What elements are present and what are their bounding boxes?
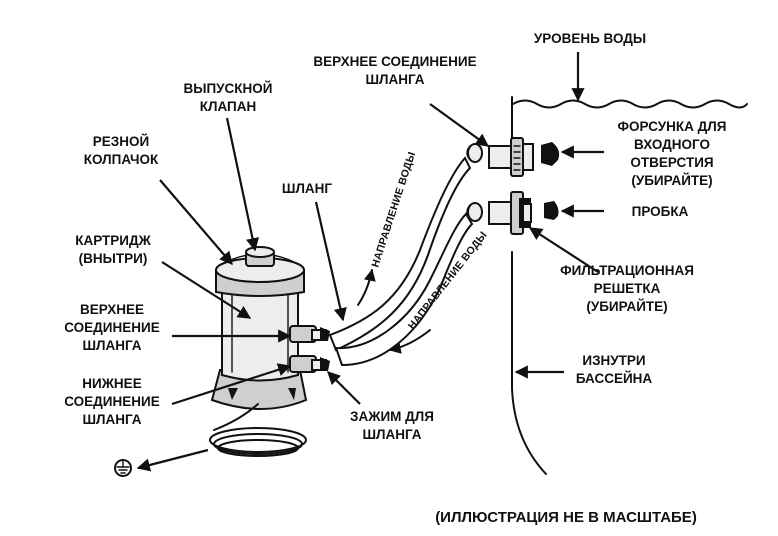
label-hose-clamp: ЗАЖИМ ДЛЯ ШЛАНГА: [350, 409, 434, 442]
svg-text:СОЕДИНЕНИЕ: СОЕДИНЕНИЕ: [64, 320, 159, 335]
svg-text:БАССЕЙНА: БАССЕЙНА: [576, 371, 653, 386]
pointer-lines: [136, 52, 604, 472]
label-upper-hose-conn-top: ВЕРХНЕЕ СОЕДИНЕНИЕ ШЛАНГА: [313, 54, 476, 87]
svg-text:(ВНЫТРИ): (ВНЫТРИ): [79, 251, 148, 266]
svg-text:НИЖНЕЕ: НИЖНЕЕ: [82, 376, 141, 391]
label-water-level: УРОВЕНЬ ВОДЫ: [534, 31, 646, 46]
hoses: [328, 156, 474, 367]
svg-text:(УБИРАЙТЕ): (УБИРАЙТЕ): [631, 173, 712, 188]
svg-text:ВЕРХНЕЕ: ВЕРХНЕЕ: [80, 302, 144, 317]
label-threaded-cap: РЕЗНОЙ КОЛПАЧОК: [84, 134, 159, 167]
flow-arrows: [357, 268, 431, 354]
svg-text:ШЛАНГА: ШЛАНГА: [362, 427, 421, 442]
wall-hose-clamps: [466, 143, 483, 222]
svg-text:ФОРСУНКА ДЛЯ: ФОРСУНКА ДЛЯ: [618, 119, 727, 134]
plug: [544, 201, 559, 220]
label-plug: ПРОБКА: [632, 204, 689, 219]
power-cord: [209, 403, 307, 457]
label-inlet-nozzle: ФОРСУНКА ДЛЯ ВХОДНОГО ОТВЕРСТИЯ (УБИРАЙТ…: [618, 119, 727, 188]
svg-text:КЛАПАН: КЛАПАН: [200, 99, 257, 114]
svg-text:ФИЛЬТРАЦИОННАЯ: ФИЛЬТРАЦИОННАЯ: [560, 263, 694, 278]
ground-symbol-icon: [114, 459, 132, 477]
svg-text:РЕЗНОЙ: РЕЗНОЙ: [93, 134, 149, 149]
label-hose: ШЛАНГ: [282, 181, 333, 196]
label-strainer-grid: ФИЛЬТРАЦИОННАЯ РЕШЕТКА (УБИРАЙТЕ): [560, 263, 694, 314]
svg-text:ОТВЕРСТИЯ: ОТВЕРСТИЯ: [630, 155, 713, 170]
strainer-fitting: [488, 191, 532, 235]
label-upper-hose-conn-left: ВЕРХНЕЕ СОЕДИНЕНИЕ ШЛАНГА: [64, 302, 159, 353]
svg-text:КАРТРИДЖ: КАРТРИДЖ: [75, 233, 151, 248]
svg-text:ШЛАНГА: ШЛАНГА: [365, 72, 424, 87]
label-flow-direction-1: НАПРАВЛЕНИЕ ВОДЫ: [369, 150, 418, 269]
label-cartridge: КАРТРИДЖ (ВНЫТРИ): [75, 233, 151, 266]
svg-text:СОЕДИНЕНИЕ: СОЕДИНЕНИЕ: [64, 394, 159, 409]
label-not-to-scale: (ИЛЛЮСТРАЦИЯ НЕ В МАСШТАБЕ): [435, 509, 697, 526]
svg-text:ШЛАНГА: ШЛАНГА: [82, 338, 141, 353]
svg-text:ВХОДНОГО: ВХОДНОГО: [634, 137, 710, 152]
svg-text:ВЫПУСКНОЙ: ВЫПУСКНОЙ: [183, 81, 272, 96]
label-lower-hose-conn: НИЖНЕЕ СОЕДИНЕНИЕ ШЛАНГА: [64, 376, 159, 427]
svg-text:КОЛПАЧОК: КОЛПАЧОК: [84, 152, 159, 167]
inlet-nozzle: [541, 142, 560, 166]
svg-text:ИЗНУТРИ: ИЗНУТРИ: [582, 353, 645, 368]
label-inside-pool: ИЗНУТРИ БАССЕЙНА: [576, 353, 653, 386]
svg-text:ВЕРХНЕЕ СОЕДИНЕНИЕ: ВЕРХНЕЕ СОЕДИНЕНИЕ: [313, 54, 476, 69]
svg-text:РЕШЕТКА: РЕШЕТКА: [594, 281, 661, 296]
svg-text:(УБИРАЙТЕ): (УБИРАЙТЕ): [586, 299, 667, 314]
svg-text:ШЛАНГА: ШЛАНГА: [82, 412, 141, 427]
svg-text:ЗАЖИМ ДЛЯ: ЗАЖИМ ДЛЯ: [350, 409, 434, 424]
inlet-fitting: [488, 137, 534, 177]
label-relief-valve: ВЫПУСКНОЙ КЛАПАН: [183, 81, 272, 114]
